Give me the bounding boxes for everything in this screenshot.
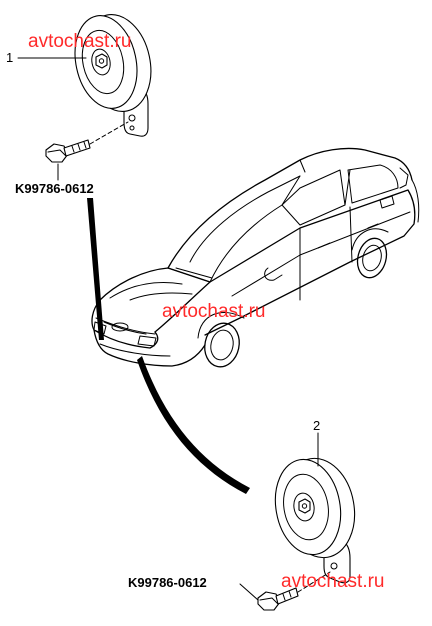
bolt-2-part-number: K99786-0612 <box>128 575 207 590</box>
watermark-top: avtochast.ru <box>28 31 132 52</box>
bolt-1-part-number: K99786-0612 <box>15 181 94 196</box>
bolt-1 <box>45 121 129 163</box>
watermark-middle: avtochast.ru <box>162 301 266 322</box>
leader-line-horn-2 <box>137 356 250 494</box>
bolt-2 <box>257 571 331 611</box>
watermark-bottom: avtochast.ru <box>281 571 385 592</box>
bolt-2-leader <box>239 583 259 601</box>
callout-2-label: 2 <box>313 418 320 433</box>
horn-1 <box>74 14 152 137</box>
car-illustration <box>91 147 420 368</box>
horn-2 <box>274 457 356 584</box>
leader-line-horn-1 <box>87 198 104 340</box>
callout-1-label: 1 <box>6 50 13 65</box>
